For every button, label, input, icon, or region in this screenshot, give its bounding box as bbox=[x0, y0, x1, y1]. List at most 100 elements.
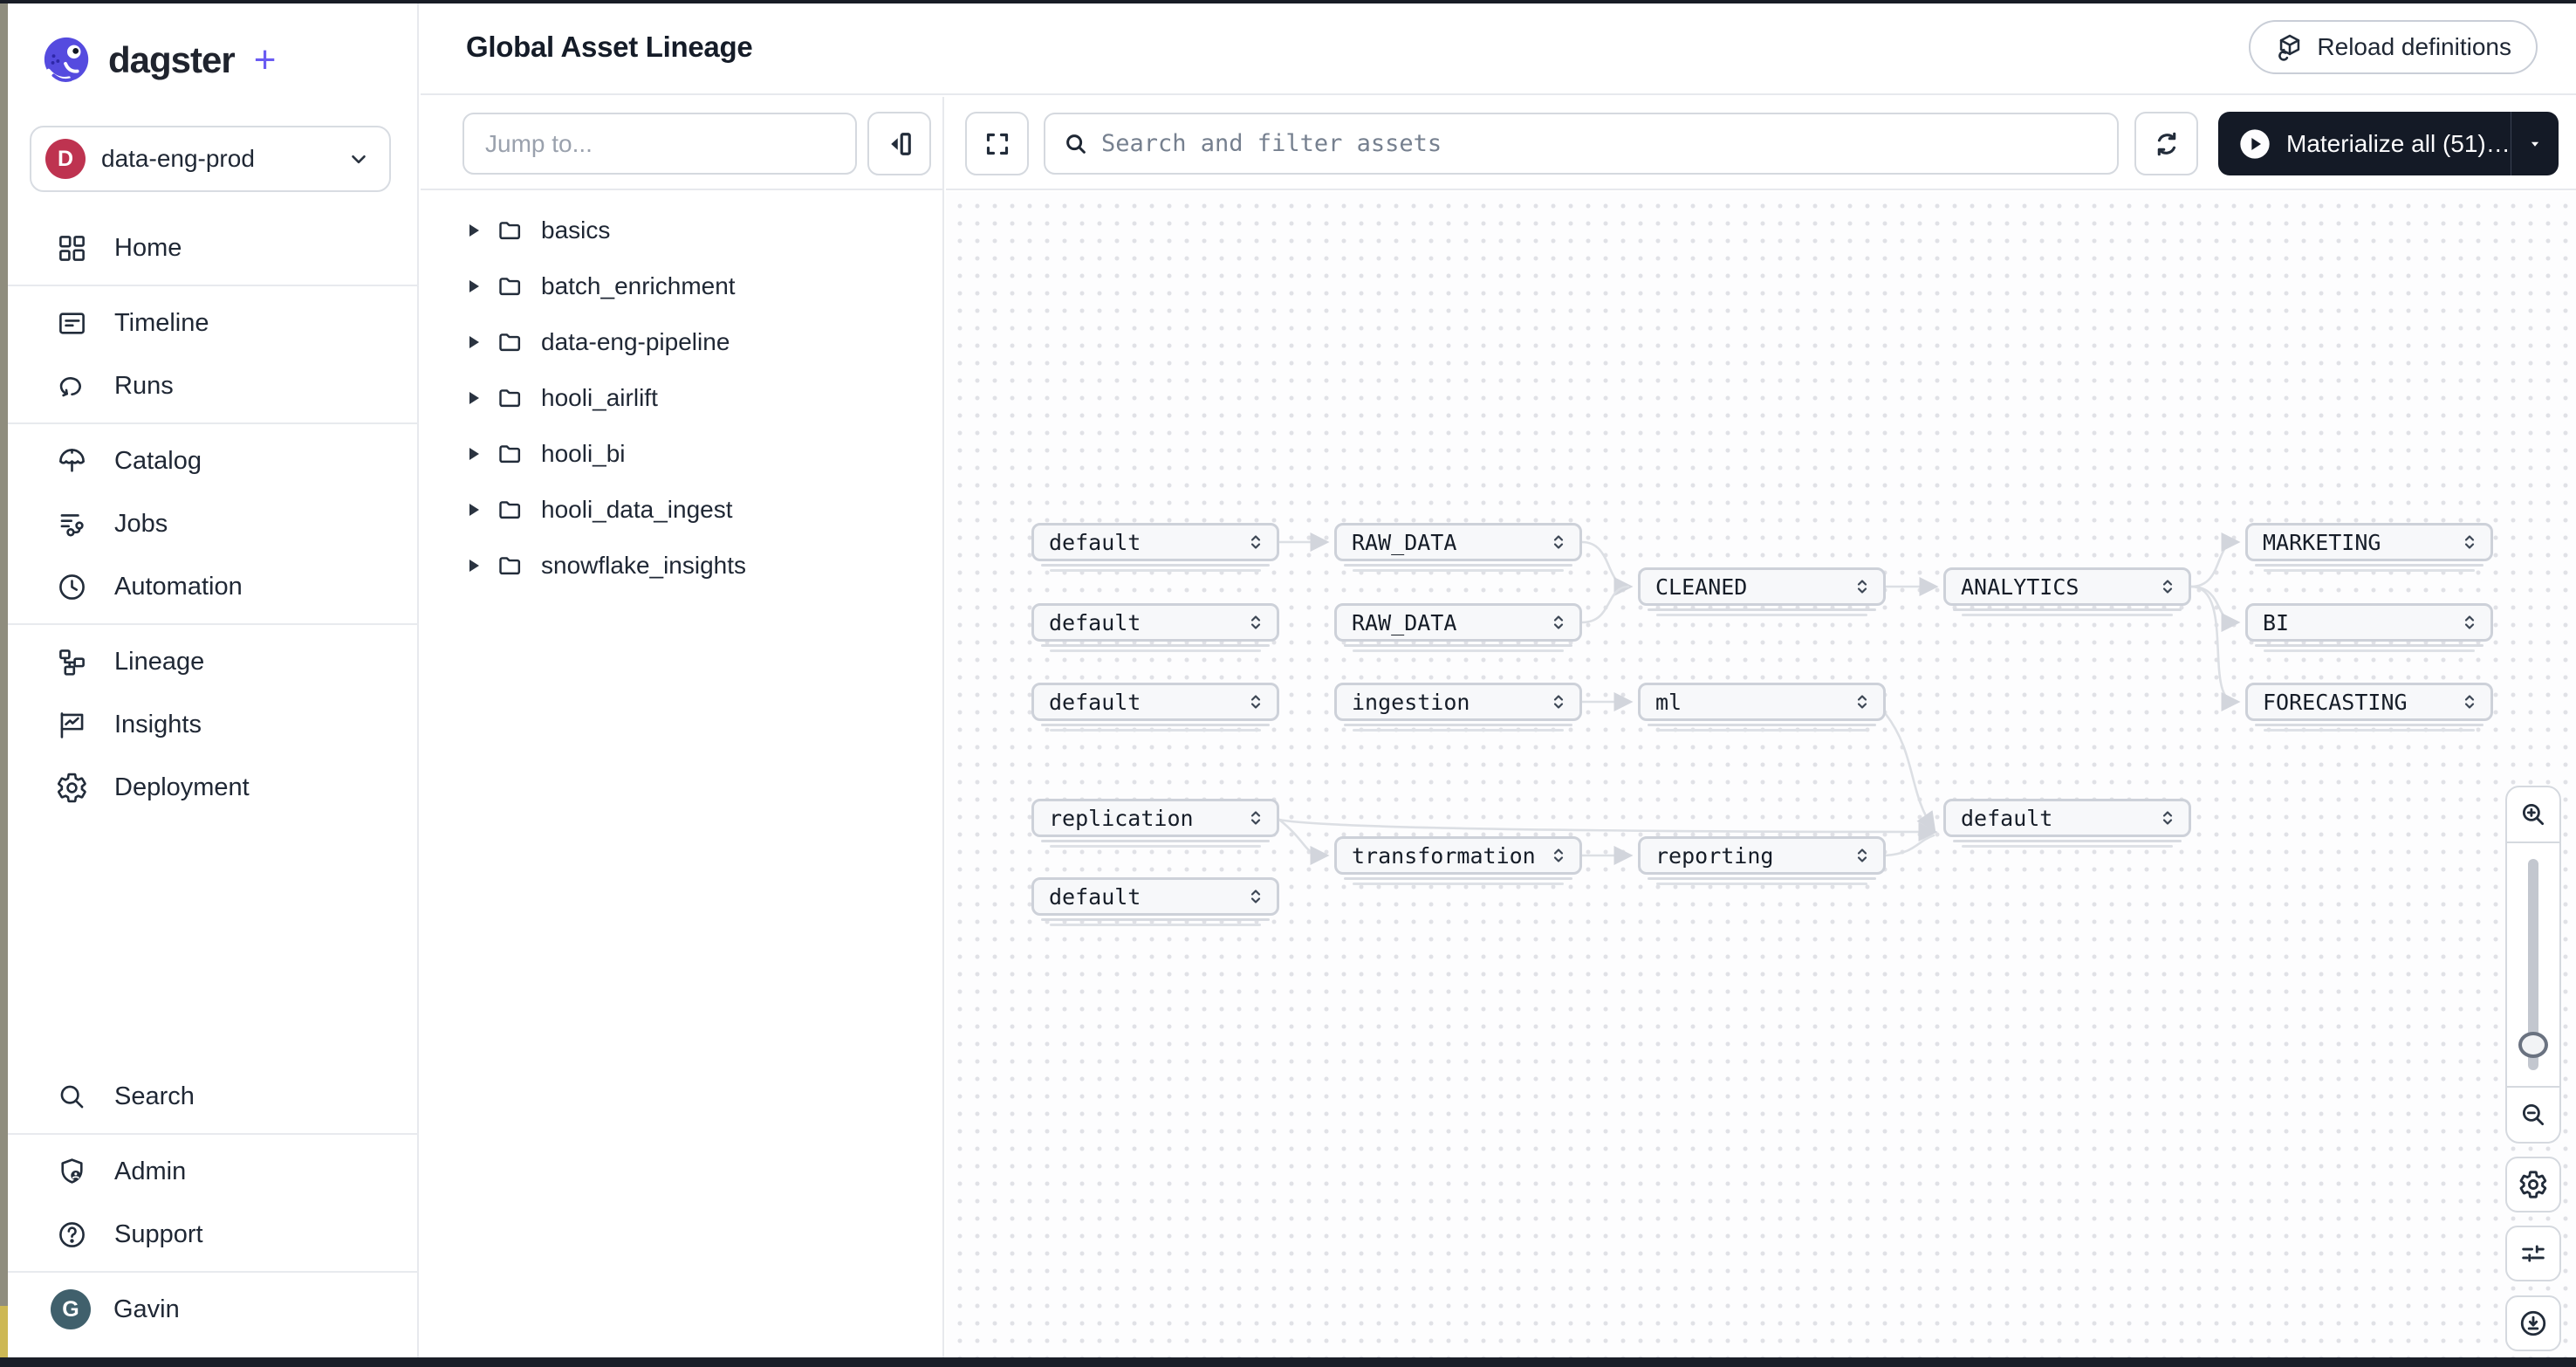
graph-filters-button[interactable] bbox=[2505, 1226, 2561, 1281]
sidebar-item-runs[interactable]: Runs bbox=[0, 354, 419, 417]
tree-folder-snowflake-insights[interactable]: snowflake_insights bbox=[421, 538, 942, 594]
tree-folder-basics[interactable]: basics bbox=[421, 203, 942, 258]
sidebar-item-search[interactable]: Search bbox=[0, 1065, 419, 1128]
unfold-more-icon[interactable] bbox=[1548, 532, 1569, 553]
sidebar-item-deployment[interactable]: Deployment bbox=[0, 756, 419, 819]
group-node-label: replication bbox=[1049, 805, 1194, 831]
sidebar-item-timeline[interactable]: Timeline bbox=[0, 292, 419, 354]
zoom-in-icon bbox=[2522, 803, 2545, 826]
fullscreen-button[interactable] bbox=[965, 112, 1029, 175]
unfold-more-icon[interactable] bbox=[2157, 807, 2178, 828]
sidebar-item-admin[interactable]: Admin bbox=[0, 1140, 419, 1203]
sidebar-item-jobs[interactable]: Jobs bbox=[0, 492, 419, 555]
graph-group-node[interactable]: CLEANED bbox=[1638, 567, 1886, 616]
graph-group-node[interactable]: ANALYTICS bbox=[1943, 567, 2191, 616]
unfold-more-icon[interactable] bbox=[2459, 532, 2480, 553]
materialize-dropdown-button[interactable] bbox=[2511, 112, 2559, 175]
tree-toolbar bbox=[421, 97, 942, 190]
group-node-label: default bbox=[1049, 689, 1141, 715]
sidebar-item-label: Admin bbox=[114, 1157, 187, 1185]
reload-definitions-button[interactable]: Reload definitions bbox=[2249, 19, 2538, 74]
zoom-out-button[interactable] bbox=[2507, 1086, 2559, 1142]
graph-group-node[interactable]: default bbox=[1031, 523, 1279, 572]
sidebar-item-home[interactable]: Home bbox=[0, 216, 419, 279]
sidebar-item-lineage[interactable]: Lineage bbox=[0, 630, 419, 693]
graph-group-node[interactable]: ingestion bbox=[1334, 683, 1582, 732]
zoom-in-button[interactable] bbox=[2507, 787, 2559, 843]
tree-folder-label: hooli_bi bbox=[541, 440, 626, 467]
deployment-switcher[interactable]: D data-eng-prod bbox=[30, 126, 391, 192]
caret-right-icon[interactable] bbox=[469, 336, 479, 348]
graph-group-node[interactable]: default bbox=[1031, 603, 1279, 652]
unfold-more-icon[interactable] bbox=[1245, 807, 1266, 828]
graph-group-node[interactable]: FORECASTING bbox=[2245, 683, 2493, 732]
caret-right-icon[interactable] bbox=[469, 280, 479, 292]
insights-icon bbox=[60, 711, 84, 738]
graph-group-node[interactable]: MARKETING bbox=[2245, 523, 2493, 572]
jump-to-input[interactable] bbox=[462, 113, 857, 175]
tree-folder-hooli-data-ingest[interactable]: hooli_data_ingest bbox=[421, 482, 942, 538]
folder-icon bbox=[499, 277, 521, 295]
download-icon bbox=[2520, 1310, 2546, 1336]
unfold-more-icon[interactable] bbox=[1245, 612, 1266, 633]
caret-right-icon[interactable] bbox=[469, 504, 479, 516]
unfold-more-icon[interactable] bbox=[1548, 845, 1569, 866]
unfold-more-icon[interactable] bbox=[2157, 576, 2178, 597]
graph-group-node[interactable]: RAW_DATA bbox=[1334, 523, 1582, 572]
sidebar-item-label: Lineage bbox=[114, 647, 205, 676]
unfold-more-icon[interactable] bbox=[1245, 886, 1266, 907]
sidebar-item-support[interactable]: Support bbox=[0, 1203, 419, 1266]
unfold-more-icon[interactable] bbox=[1852, 845, 1873, 866]
caret-right-icon[interactable] bbox=[469, 560, 479, 572]
unfold-more-icon[interactable] bbox=[1852, 691, 1873, 712]
sidebar-item-insights[interactable]: Insights bbox=[0, 693, 419, 756]
graph-group-node[interactable]: BI bbox=[2245, 603, 2493, 652]
download-graph-button[interactable] bbox=[2505, 1295, 2561, 1351]
graph-group-node[interactable]: transformation bbox=[1334, 836, 1582, 885]
unfold-more-icon[interactable] bbox=[1245, 691, 1266, 712]
brand-name: dagster bbox=[108, 39, 236, 80]
group-node-label: reporting bbox=[1655, 842, 1774, 869]
graph-group-node[interactable]: ml bbox=[1638, 683, 1886, 732]
unfold-more-icon[interactable] bbox=[1852, 576, 1873, 597]
sidebar-item-catalog[interactable]: Catalog bbox=[0, 429, 419, 492]
unfold-more-icon[interactable] bbox=[1548, 612, 1569, 633]
tree-folder-hooli-airlift[interactable]: hooli_airlift bbox=[421, 370, 942, 426]
unfold-more-icon[interactable] bbox=[1548, 691, 1569, 712]
graph-group-node[interactable]: default bbox=[1031, 877, 1279, 926]
graph-settings-button[interactable] bbox=[2505, 1157, 2561, 1212]
zoom-slider[interactable] bbox=[2507, 843, 2559, 1086]
collapse-panel-button[interactable] bbox=[867, 112, 931, 175]
graph-group-node[interactable]: reporting bbox=[1638, 836, 1886, 885]
tree-folder-batch-enrichment[interactable]: batch_enrichment bbox=[421, 258, 942, 314]
materialize-all-button[interactable]: Materialize all (51)… bbox=[2218, 112, 2559, 175]
tree-folder-data-eng-pipeline[interactable]: data-eng-pipeline bbox=[421, 314, 942, 370]
user-menu[interactable]: G Gavin bbox=[0, 1278, 419, 1341]
zoom-slider-thumb[interactable] bbox=[2518, 1032, 2548, 1058]
caret-right-icon[interactable] bbox=[469, 224, 479, 237]
brand-logo[interactable]: dagster + bbox=[40, 33, 276, 87]
sidebar-item-automation[interactable]: Automation bbox=[0, 555, 419, 618]
lineage-canvas[interactable]: default RAW_DATA default RAW_DATA CLEANE… bbox=[946, 192, 2576, 1367]
caret-right-icon[interactable] bbox=[469, 448, 479, 460]
refresh-button[interactable] bbox=[2134, 112, 2198, 175]
zoom-slider-track[interactable] bbox=[2528, 859, 2538, 1070]
graph-group-node[interactable]: RAW_DATA bbox=[1334, 603, 1582, 652]
graph-group-node[interactable]: default bbox=[1943, 799, 2191, 848]
unfold-more-icon[interactable] bbox=[2459, 691, 2480, 712]
tree-folder-label: hooli_airlift bbox=[541, 384, 658, 411]
asset-search[interactable] bbox=[1044, 113, 2119, 175]
asset-search-input[interactable] bbox=[1101, 130, 2100, 157]
divider bbox=[0, 1266, 419, 1278]
tree-folder-hooli-bi[interactable]: hooli_bi bbox=[421, 426, 942, 482]
unfold-more-icon[interactable] bbox=[1245, 532, 1266, 553]
graph-group-node[interactable]: replication bbox=[1031, 799, 1279, 848]
unfold-more-icon[interactable] bbox=[2459, 612, 2480, 633]
materialize-all-main[interactable]: Materialize all (51)… bbox=[2218, 127, 2511, 161]
caret-right-icon[interactable] bbox=[469, 392, 479, 404]
graph-group-node[interactable]: default bbox=[1031, 683, 1279, 732]
reload-cube-icon bbox=[2278, 34, 2300, 61]
folder-icon bbox=[499, 388, 521, 407]
divider bbox=[0, 1128, 419, 1140]
collapse-panel-icon bbox=[890, 132, 911, 155]
